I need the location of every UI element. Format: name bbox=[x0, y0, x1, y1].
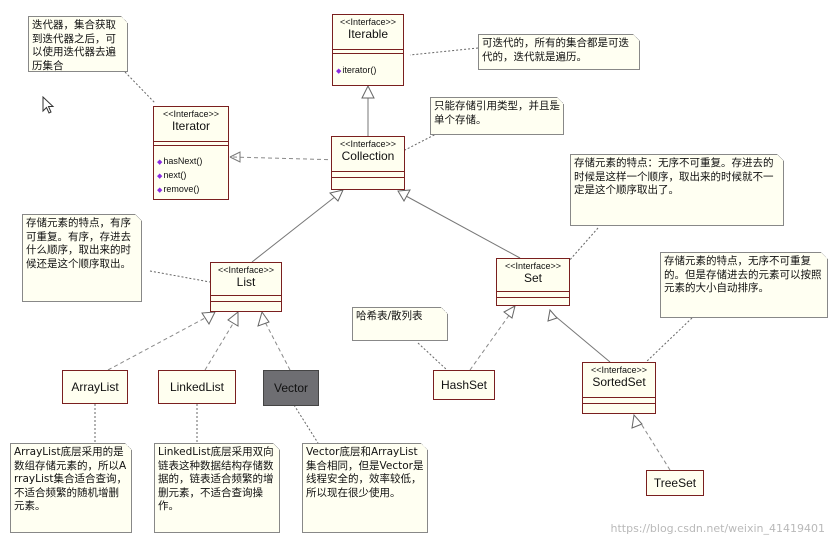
set-name: Set bbox=[523, 271, 542, 285]
note-link-vector bbox=[293, 404, 319, 444]
treeset-to-sortedset bbox=[639, 421, 671, 471]
set-stereotype: <<Interface>> bbox=[504, 261, 562, 271]
note-link-set bbox=[567, 227, 599, 263]
iterable-sep-2 bbox=[333, 53, 403, 54]
mouse-cursor-icon bbox=[42, 96, 55, 114]
iterable-methods: iterator() bbox=[336, 64, 376, 78]
linkedlist-to-list bbox=[204, 321, 235, 371]
iterator-method-2: remove() bbox=[157, 183, 202, 197]
collection-sep-2 bbox=[332, 177, 404, 178]
list-to-collection bbox=[251, 195, 337, 263]
arrowhead-iterable bbox=[361, 84, 375, 99]
class-set[interactable]: <<Interface>> Set bbox=[496, 258, 570, 306]
set-to-collection bbox=[405, 195, 521, 259]
vector-to-list bbox=[264, 321, 291, 371]
note-sortedset: 存储元素的特点，无序不可重复的。但是存储进去的元素可以按照元素的大小自动排序。 bbox=[660, 252, 828, 318]
class-collection[interactable]: <<Interface>> Collection bbox=[331, 136, 405, 190]
class-linkedlist[interactable]: LinkedList bbox=[158, 370, 236, 404]
class-sortedset[interactable]: <<Interface>> SortedSet bbox=[582, 362, 656, 414]
hashset-to-set bbox=[469, 313, 511, 371]
iterator-method-0: hasNext() bbox=[157, 155, 202, 169]
iterator-method-1: next() bbox=[157, 169, 202, 183]
sortedset-name: SortedSet bbox=[592, 375, 646, 389]
note-iterator: 迭代器，集合获取到迭代器之后，可以使用迭代器去遍历集合 bbox=[28, 16, 128, 72]
generalization-links bbox=[251, 98, 611, 363]
class-arraylist[interactable]: ArrayList bbox=[62, 370, 128, 404]
set-sep-2 bbox=[497, 297, 569, 298]
note-vector: Vector底层和ArrayList集合相同，但是Vector是线程安全的，效率… bbox=[302, 443, 428, 533]
note-link-list bbox=[149, 270, 211, 283]
arrowhead-iterator bbox=[229, 151, 241, 163]
iterable-method-0: iterator() bbox=[336, 64, 376, 78]
list-stereotype: <<Interface>> bbox=[217, 265, 275, 275]
iterable-name: Iterable bbox=[347, 27, 389, 41]
note-collection: 只能存储引用类型，并且是单个存储。 bbox=[430, 97, 564, 135]
note-links bbox=[94, 47, 693, 444]
collection-stereotype: <<Interface>> bbox=[339, 139, 397, 149]
arrowhead-list-b bbox=[227, 310, 239, 327]
note-list: 存储元素的特点，有序可重复。有序，存进去什么顺序，取出来的时候还是这个顺序取出。 bbox=[22, 214, 142, 302]
iterable-sep-1 bbox=[333, 49, 403, 50]
vector-name: Vector bbox=[273, 381, 309, 395]
iterator-sep-1 bbox=[154, 141, 228, 142]
class-treeset[interactable]: TreeSet bbox=[646, 470, 704, 496]
set-sep-1 bbox=[497, 291, 569, 292]
collection-name: Collection bbox=[341, 149, 395, 163]
hashset-name: HashSet bbox=[440, 378, 488, 392]
arrowhead-collection-left bbox=[329, 189, 344, 202]
sortedset-stereotype: <<Interface>> bbox=[590, 365, 648, 375]
sortedset-to-set bbox=[554, 315, 611, 363]
realization-links bbox=[107, 156, 671, 471]
arrowhead-collection-right bbox=[397, 189, 411, 203]
treeset-name: TreeSet bbox=[653, 476, 697, 490]
note-set: 存储元素的特点：无序不可重复。存进去的时候是这样一个顺序，取出来的时候就不一定是… bbox=[570, 154, 784, 226]
iterator-methods: hasNext() next() remove() bbox=[157, 155, 202, 197]
note-linkedlist: LinkedList底层采用双向链表这种数据结构存储数据的，链表适合频繁的增删元… bbox=[154, 443, 280, 533]
arraylist-to-list bbox=[107, 317, 206, 371]
linkedlist-name: LinkedList bbox=[169, 380, 225, 394]
sortedset-sep-1 bbox=[583, 397, 655, 398]
watermark: https://blog.csdn.net/weixin_41419401 bbox=[610, 522, 825, 535]
collection-sep-1 bbox=[332, 171, 404, 172]
arrowhead-list-c bbox=[257, 310, 270, 327]
note-arraylist: ArrayList底层采用的是数组存储元素的，所以ArrayList集合适合查询… bbox=[10, 443, 132, 533]
iterator-sep-2 bbox=[154, 145, 228, 146]
note-hash: 哈希表/散列表 bbox=[352, 307, 448, 341]
note-link-collection bbox=[404, 132, 439, 151]
class-vector[interactable]: Vector bbox=[263, 370, 319, 406]
class-list[interactable]: <<Interface>> List bbox=[210, 262, 282, 312]
class-iterable[interactable]: <<Interface>> Iterable iterator() bbox=[332, 14, 404, 86]
note-link-iterable bbox=[409, 47, 479, 56]
arrowhead-set-a bbox=[503, 305, 516, 319]
arrowheads bbox=[201, 84, 643, 429]
note-link-iterator bbox=[124, 71, 156, 104]
class-iterator[interactable]: <<Interface>> Iterator hasNext() next() … bbox=[153, 106, 229, 200]
arrowhead-list-a bbox=[201, 311, 216, 326]
collection-to-iterator bbox=[231, 156, 343, 161]
arrowhead-set-b bbox=[547, 308, 558, 322]
iterator-name: Iterator bbox=[171, 119, 210, 133]
list-sep-1 bbox=[211, 295, 281, 296]
list-sep-2 bbox=[211, 301, 281, 302]
class-hashset[interactable]: HashSet bbox=[433, 370, 495, 400]
sortedset-sep-2 bbox=[583, 403, 655, 404]
iterable-stereotype: <<Interface>> bbox=[339, 17, 397, 27]
note-iterable: 可迭代的，所有的集合都是可迭代的，迭代就是遍历。 bbox=[478, 34, 640, 70]
note-link-hash bbox=[417, 342, 448, 371]
note-link-sortedset bbox=[644, 317, 693, 364]
arraylist-name: ArrayList bbox=[71, 380, 119, 394]
arrowhead-sortedset bbox=[631, 413, 643, 429]
list-name: List bbox=[236, 275, 256, 289]
iterator-stereotype: <<Interface>> bbox=[162, 109, 220, 119]
